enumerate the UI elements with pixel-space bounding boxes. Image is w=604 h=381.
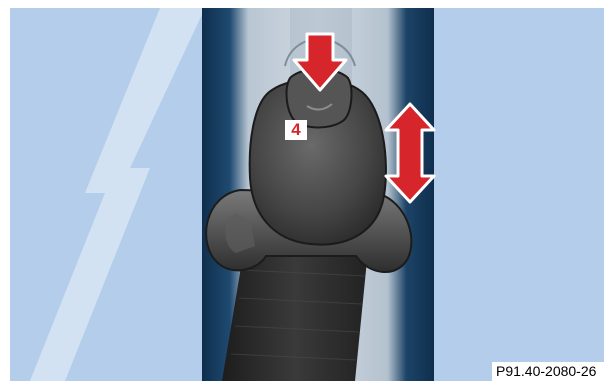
callout-number-label: 4 [285,120,307,140]
seat-belt-height-adjuster-illustration [10,8,604,381]
illustration-canvas [10,8,604,381]
figure-reference-code: P91.40-2080-26 [492,362,604,381]
